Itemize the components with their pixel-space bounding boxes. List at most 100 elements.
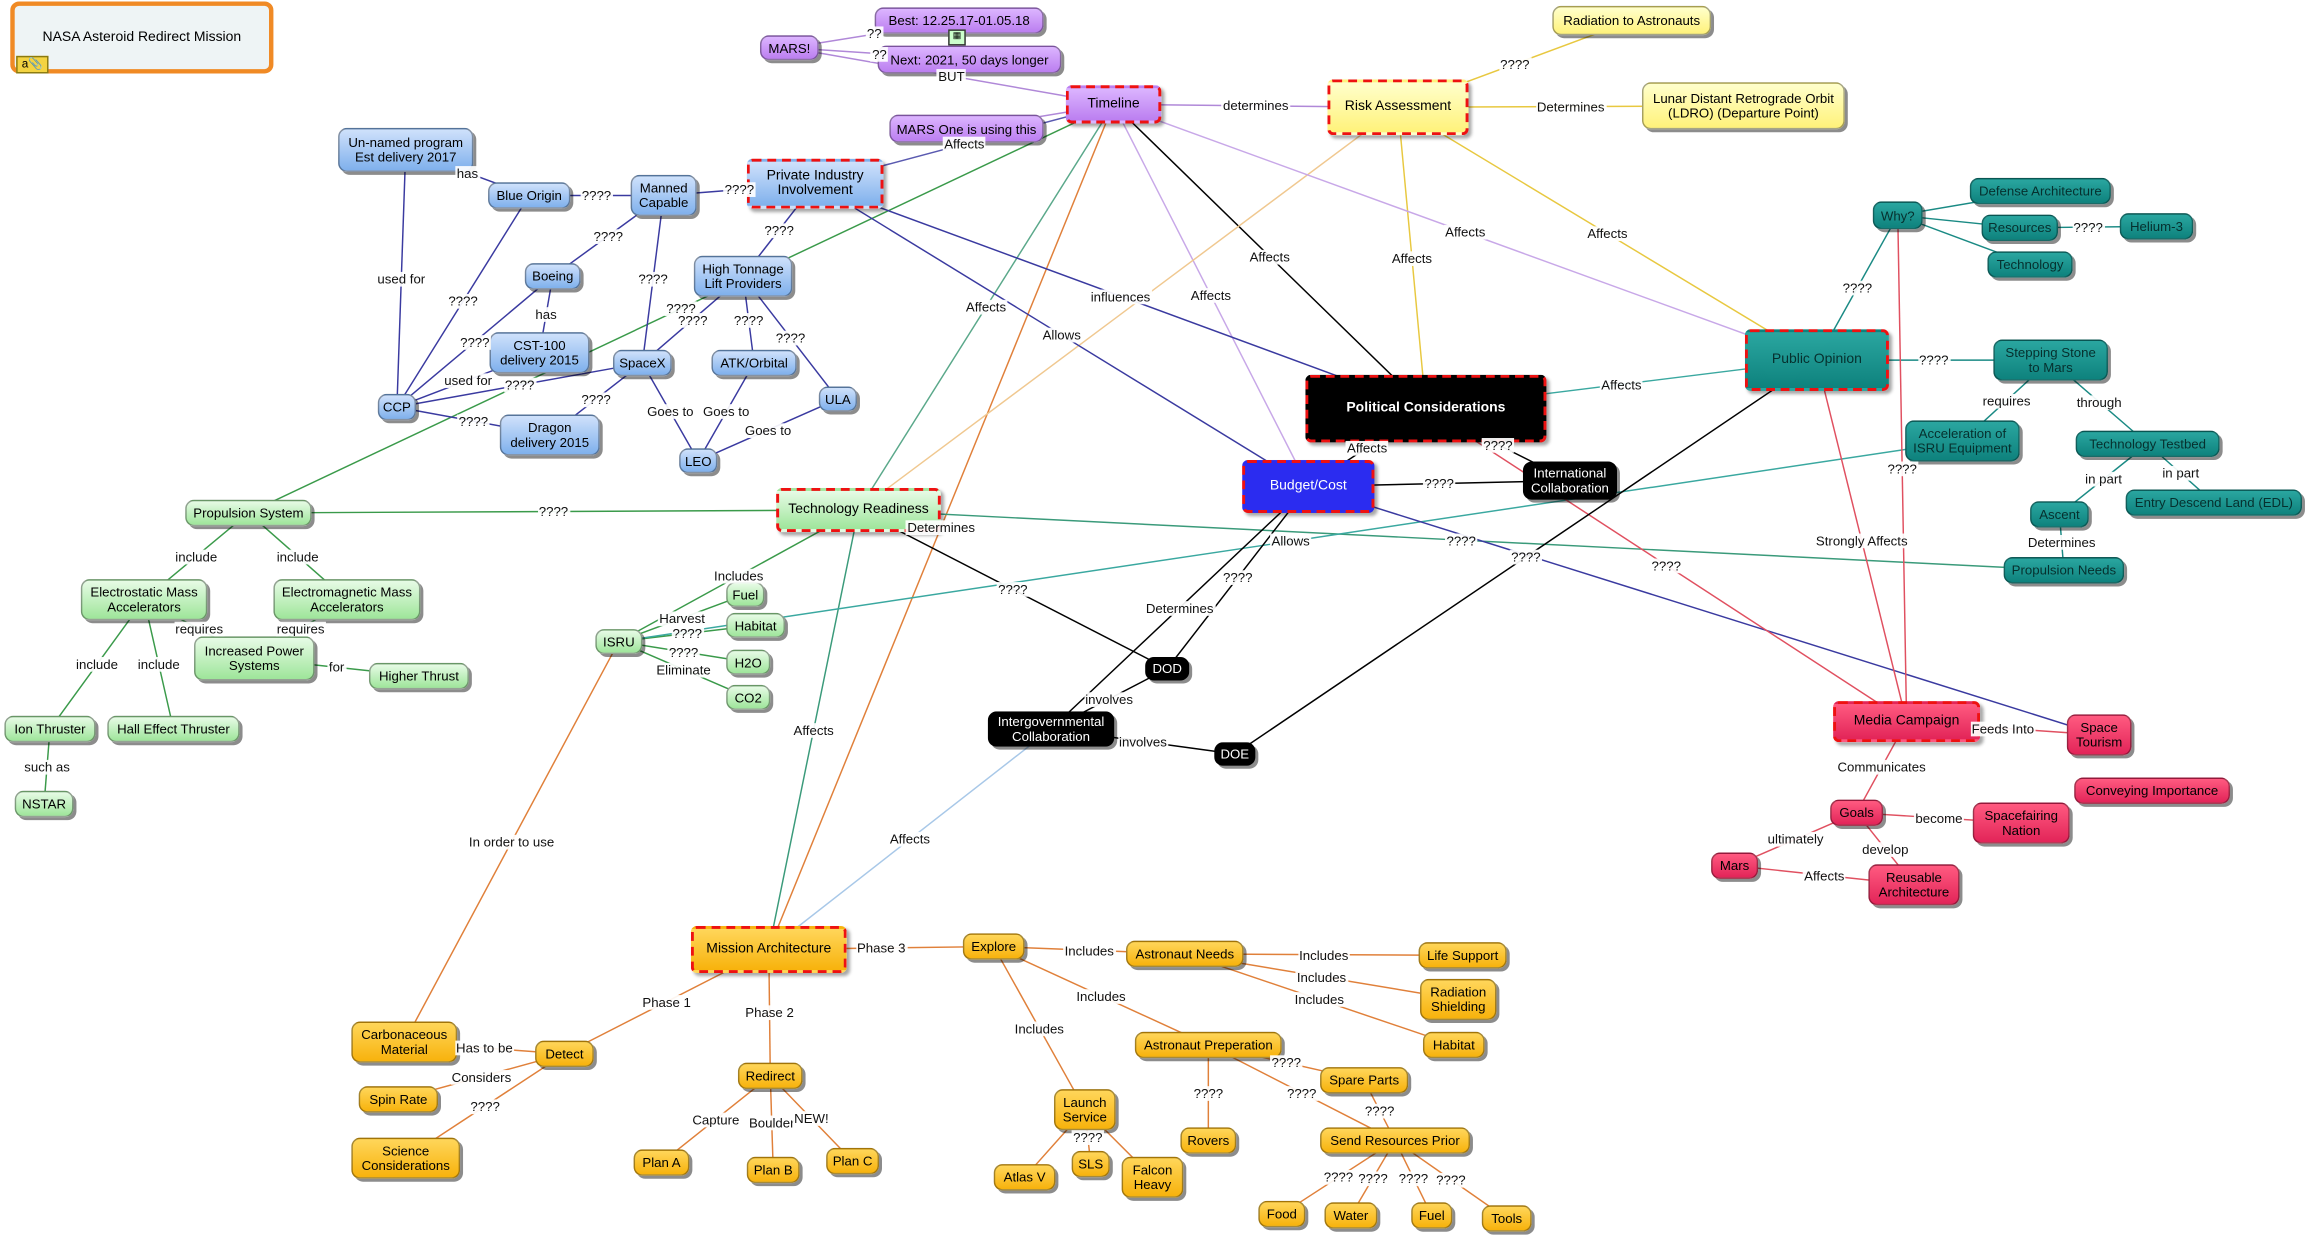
node-isru[interactable]: ISRU [595, 629, 643, 655]
node-powersys[interactable]: Increased Power Systems [194, 636, 315, 681]
node-water[interactable]: Water [1324, 1202, 1378, 1229]
node-habitat-g[interactable]: Habitat [726, 612, 785, 638]
node-why[interactable]: Why? [1872, 201, 1923, 230]
node-lifesupport[interactable]: Life Support [1418, 942, 1507, 969]
node-media[interactable]: Media Campaign [1833, 701, 1981, 743]
map-title-box[interactable]: NASA Asteroid Redirect Mission [10, 1, 274, 74]
node-higherthrust[interactable]: Higher Thrust [368, 662, 469, 690]
node-co2[interactable]: CO2 [726, 684, 771, 710]
node-helium[interactable]: Helium-3 [2119, 213, 2194, 240]
node-dod[interactable]: DOD [1145, 657, 1190, 681]
node-science[interactable]: Science Considerations [351, 1137, 461, 1179]
node-accel-isru[interactable]: Acceleration of ISRU Equipment [1905, 420, 2020, 462]
node-leo[interactable]: LEO [679, 448, 718, 474]
node-tools[interactable]: Tools [1481, 1205, 1532, 1232]
node-rovers[interactable]: Rovers [1180, 1127, 1237, 1154]
node-technology[interactable]: Technology [1987, 251, 2073, 278]
node-testbed[interactable]: Technology Testbed [2075, 430, 2220, 458]
node-falcon[interactable]: Falcon Heavy [1121, 1156, 1184, 1198]
node-spinrate[interactable]: Spin Rate [358, 1086, 439, 1113]
node-goals[interactable]: Goals [1830, 799, 1884, 827]
node-techready[interactable]: Technology Readiness [776, 487, 941, 533]
node-redirect[interactable]: Redirect [737, 1062, 803, 1090]
edge-label: Strongly Affects [1814, 533, 1910, 549]
edge-label: Considers [450, 1069, 513, 1084]
node-reusable[interactable]: Reusable Architecture [1868, 864, 1960, 906]
node-unnamed[interactable]: Un-named program Est delivery 2017 [338, 127, 474, 172]
node-ccp[interactable]: CCP [377, 393, 417, 421]
node-mars[interactable]: Mars [1711, 852, 1759, 879]
node-blueorigin[interactable]: Blue Origin [488, 182, 571, 209]
node-conveying[interactable]: Conveying Importance [2074, 777, 2230, 804]
calendar-icon[interactable]: ▦ [948, 29, 966, 46]
node-cst100[interactable]: CST-100 delivery 2015 [489, 332, 590, 374]
node-electrostatic[interactable]: Electrostatic Mass Accelerators [80, 579, 208, 621]
node-halleffect[interactable]: Hall Effect Thruster [107, 715, 240, 743]
node-next[interactable]: Next: 2021, 50 days longer [877, 45, 1062, 74]
node-budget[interactable]: Budget/Cost [1242, 460, 1375, 513]
node-atk[interactable]: ATK/Orbital [711, 349, 797, 377]
node-intergov[interactable]: Intergovernmental Collaboration [987, 711, 1115, 747]
node-intl[interactable]: International Collaboration [1522, 461, 1617, 500]
edge-label: Allows [1270, 533, 1312, 549]
edge-label: ???? [579, 391, 613, 407]
node-astroprep[interactable]: Astronaut Preperation [1134, 1031, 1282, 1059]
node-private[interactable]: Private Industry Involvement [746, 158, 884, 209]
node-ascent[interactable]: Ascent [2030, 501, 2089, 528]
node-resources[interactable]: Resources [1981, 214, 2058, 242]
node-propneeds[interactable]: Propulsion Needs [2003, 557, 2125, 584]
node-launch[interactable]: Launch Service [1053, 1089, 1116, 1131]
node-explore[interactable]: Explore [962, 933, 1025, 960]
node-risk[interactable]: Risk Assessment [1327, 79, 1469, 136]
node-spacex[interactable]: SpaceX [612, 349, 672, 377]
node-mission[interactable]: Mission Architecture [690, 925, 847, 974]
node-mars-excl[interactable]: MARS! [759, 35, 819, 61]
node-planC[interactable]: Plan C [826, 1147, 880, 1175]
node-spacefaring[interactable]: Spacefairing Nation [1972, 802, 2070, 844]
node-hightonnage[interactable]: High Tonnage Lift Providers [693, 255, 793, 297]
node-boeing[interactable]: Boeing [524, 263, 581, 290]
edge-label: Boulder [747, 1115, 797, 1131]
node-manned[interactable]: Manned Capable [630, 174, 697, 217]
node-dragon[interactable]: Dragon delivery 2015 [499, 414, 600, 456]
node-radshield[interactable]: Radiation Shielding [1420, 978, 1497, 1021]
node-defense[interactable]: Defense Architecture [1969, 177, 2111, 205]
node-electromagnetic[interactable]: Electromagnetic Mass Accelerators [273, 579, 421, 621]
node-sls[interactable]: SLS [1071, 1150, 1110, 1178]
edge-label: Includes [1074, 988, 1128, 1004]
node-planA[interactable]: Plan A [633, 1149, 690, 1176]
node-timeline[interactable]: Timeline [1065, 85, 1162, 124]
node-propulsion[interactable]: Propulsion System [185, 499, 312, 527]
node-sendres[interactable]: Send Resources Prior [1320, 1127, 1470, 1154]
node-marsone[interactable]: MARS One is using this [889, 114, 1044, 143]
node-h2o[interactable]: H2O [726, 649, 771, 675]
node-tourism[interactable]: Space Tourism [2066, 714, 2132, 756]
node-habitat-o[interactable]: Habitat [1422, 1031, 1485, 1059]
node-stepping[interactable]: Stepping Stone to Mars [1993, 339, 2108, 381]
node-ldro[interactable]: Lunar Distant Retrograde Orbit (LDRO) (D… [1641, 82, 1845, 130]
node-spareparts[interactable]: Spare Parts [1320, 1067, 1409, 1094]
node-ionthruster[interactable]: Ion Thruster [4, 715, 96, 743]
node-detect[interactable]: Detect [535, 1040, 594, 1068]
node-doe[interactable]: DOE [1214, 742, 1256, 766]
node-political[interactable]: Political Considerations [1305, 374, 1547, 443]
edge-label: ???? [537, 504, 570, 519]
node-atlasv[interactable]: Atlas V [993, 1164, 1056, 1191]
paperclip-icon[interactable]: a📎 [16, 55, 49, 74]
node-edl[interactable]: Entry Descend Land (EDL) [2125, 489, 2303, 516]
node-public[interactable]: Public Opinion [1744, 329, 1889, 391]
node-radiation[interactable]: Radiation to Astronauts [1552, 5, 1712, 36]
node-fuel-o[interactable]: Fuel [1411, 1202, 1453, 1229]
node-planB[interactable]: Plan B [746, 1156, 800, 1184]
node-fuel-g[interactable]: Fuel [726, 582, 765, 608]
node-food[interactable]: Food [1258, 1200, 1306, 1228]
edge-label: Harvest [657, 610, 707, 626]
node-astroneeds[interactable]: Astronaut Needs [1126, 940, 1244, 968]
edge-label: include [173, 548, 219, 564]
edge-label: involves [1117, 734, 1169, 749]
node-ula[interactable]: ULA [818, 386, 858, 412]
node-best[interactable]: Best: 12.25.17-01.05.18 [874, 7, 1044, 34]
node-nstar[interactable]: NSTAR [14, 790, 74, 818]
node-carbonaceous[interactable]: Carbonaceous Material [351, 1021, 458, 1063]
